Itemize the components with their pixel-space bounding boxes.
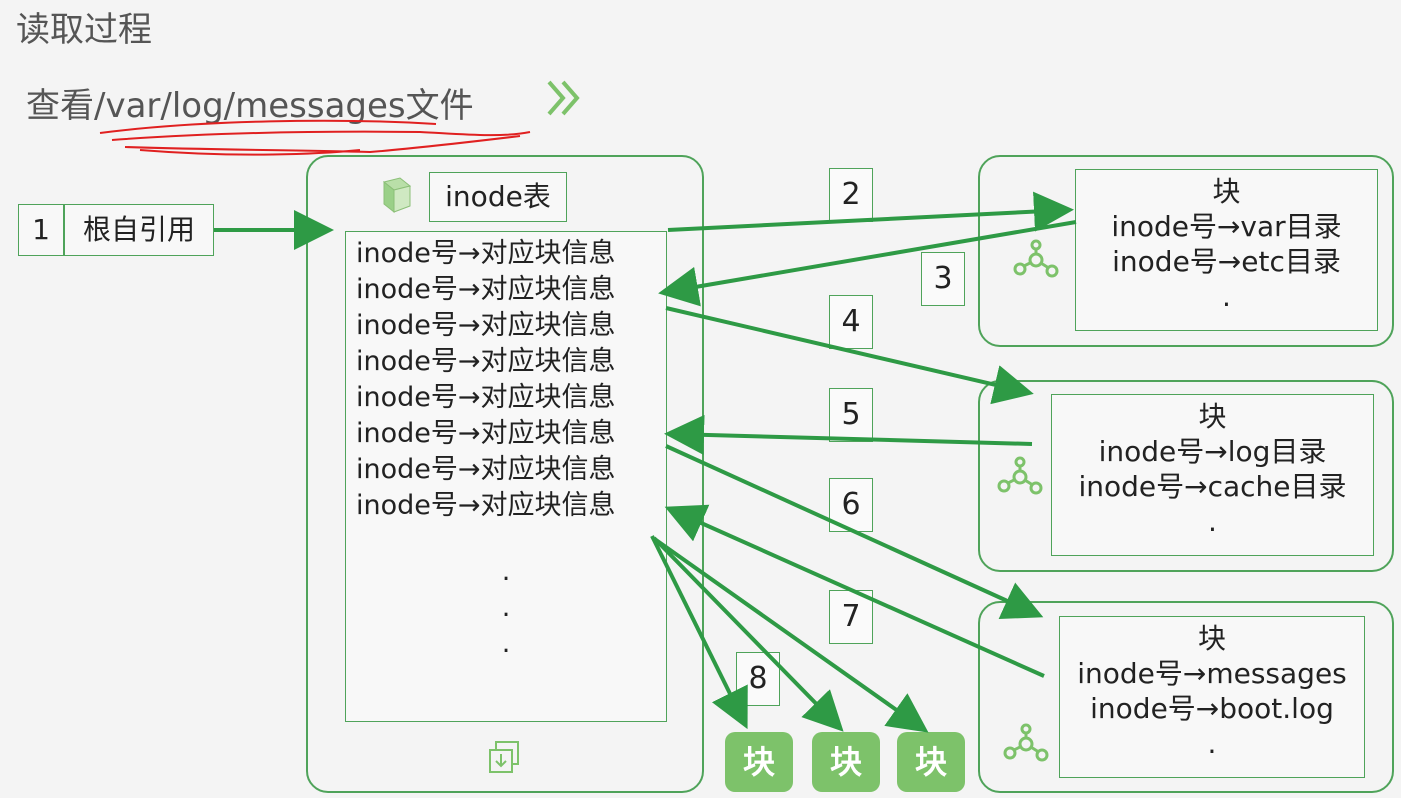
- inode-row: inode号→对应块信息: [356, 382, 616, 413]
- root-ref-number: 1: [18, 204, 64, 256]
- step-3: 3: [921, 252, 965, 306]
- inode-row: inode号→对应块信息: [356, 310, 616, 341]
- block-panel-var: [978, 155, 1394, 347]
- arrow-step-7: [664, 504, 1045, 678]
- root-ref-label: 根自引用: [64, 204, 214, 256]
- block-panel-log: [978, 380, 1394, 572]
- red-underline-annotation: [99, 119, 531, 156]
- network-nodes-icon: [1013, 239, 1059, 278]
- ellipsis-dot: .: [501, 556, 511, 587]
- inode-row: inode号→对应块信息: [356, 274, 616, 305]
- network-nodes-icon: [1003, 723, 1049, 762]
- cube-stack-icon: [382, 177, 412, 214]
- inode-row: inode号→对应块信息: [356, 238, 616, 269]
- block-line: inode号→var目录: [1111, 210, 1342, 243]
- block-line: .: [1208, 505, 1217, 538]
- inode-row: inode号→对应块信息: [356, 346, 616, 377]
- step-4: 4: [829, 295, 873, 349]
- block-title: 块: [1198, 400, 1227, 433]
- ellipsis-dot: .: [501, 628, 511, 659]
- inode-row: inode号→对应块信息: [356, 490, 616, 521]
- block-line: .: [1222, 280, 1231, 313]
- block-title: 块: [1212, 175, 1241, 208]
- inode-table-list: inode号→对应块信息 inode号→对应块信息 inode号→对应块信息 i…: [345, 231, 667, 722]
- ellipsis-dot: .: [501, 592, 511, 623]
- data-block: 块: [812, 732, 880, 792]
- block-title: 块: [1197, 622, 1226, 655]
- double-chevron-right-icon: [547, 80, 580, 116]
- step-7: 7: [829, 590, 873, 644]
- block-content-var: 块 inode号→var目录 inode号→etc目录 .: [1075, 169, 1378, 331]
- inode-row: inode号→对应块信息: [356, 418, 616, 449]
- network-nodes-icon: [997, 456, 1043, 495]
- block-line: inode号→boot.log: [1090, 692, 1334, 725]
- data-block: 块: [897, 732, 965, 792]
- block-line: inode号→log目录: [1098, 435, 1327, 468]
- arrow-step-8c: [654, 538, 929, 733]
- block-line: .: [1207, 727, 1217, 760]
- page-title: 读取过程: [16, 10, 152, 50]
- block-content-log: 块 inode号→log目录 inode号→cache目录 .: [1051, 394, 1374, 556]
- arrow-step-2: [667, 191, 1074, 232]
- block-panel-messages: [978, 601, 1394, 793]
- arrow-step-8a: [650, 535, 748, 730]
- inode-table-header: inode表: [429, 172, 567, 222]
- block-line: inode号→etc目录: [1112, 245, 1341, 278]
- block-line: inode号→messages: [1077, 657, 1347, 690]
- arrow-step-5: [664, 414, 1033, 455]
- arrow-step-3: [658, 220, 1077, 307]
- block-content-messages: 块 inode号→messages inode号→boot.log .: [1059, 616, 1365, 778]
- arrow-step-8b: [652, 536, 844, 732]
- step-5: 5: [829, 388, 873, 442]
- block-line: inode号→cache目录: [1078, 470, 1347, 503]
- arrow-step-6: [665, 444, 1044, 619]
- inode-table-panel: [306, 155, 704, 793]
- step-2: 2: [829, 168, 873, 222]
- download-doc-icon: [489, 741, 519, 773]
- data-block: 块: [725, 732, 793, 792]
- inode-row: inode号→对应块信息: [356, 454, 616, 485]
- arrow-step-4: [665, 306, 1034, 405]
- page-subtitle: 查看/var/log/messages文件: [26, 86, 474, 126]
